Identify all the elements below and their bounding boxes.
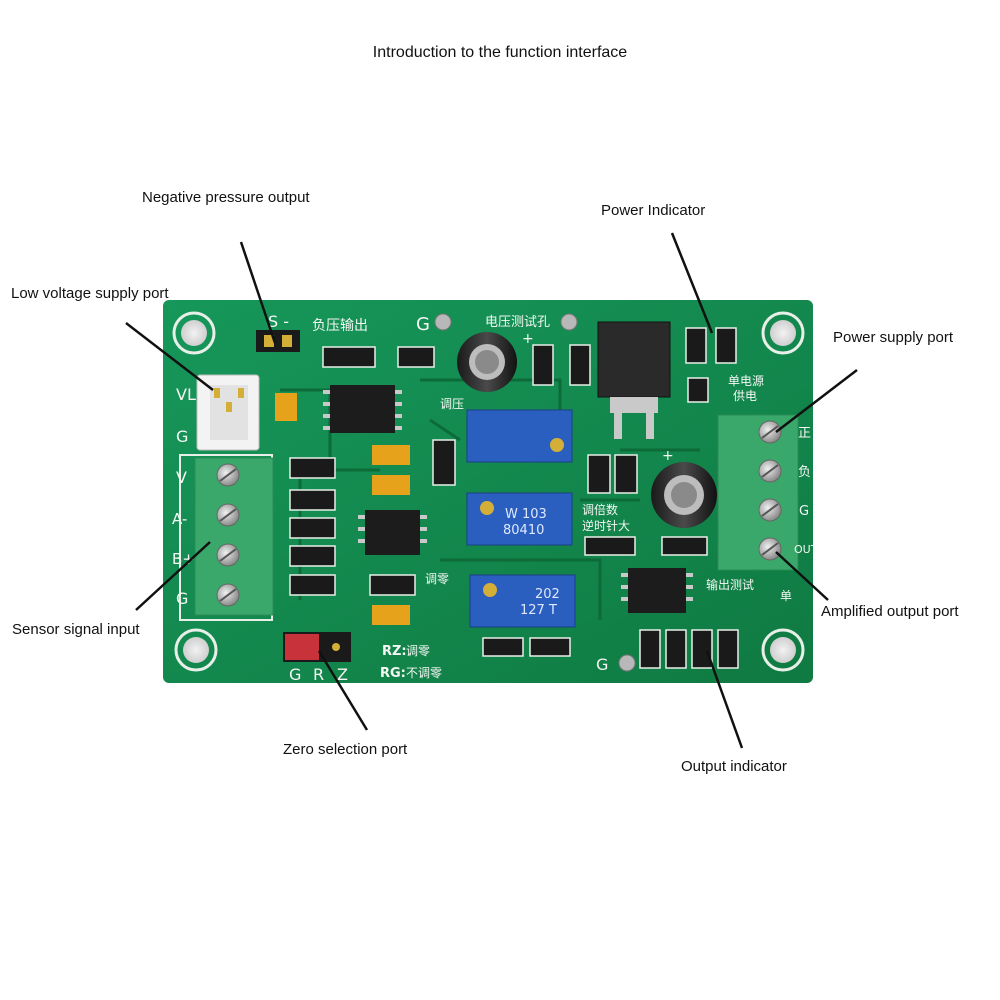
silk-gain-adjust: 调倍数 xyxy=(582,502,618,517)
mounting-holes xyxy=(172,311,805,672)
silk-rz-label: RZ: xyxy=(382,644,407,659)
silk-adjust-voltage: 调压 xyxy=(440,397,464,411)
low-voltage-connector xyxy=(196,374,260,451)
silk-zheng: 正 xyxy=(798,426,811,441)
silk-g-left2: G xyxy=(176,589,188,608)
silk-a-minus: A- xyxy=(172,510,187,528)
silk-supply: 供电 xyxy=(733,389,757,403)
ic-chips xyxy=(323,385,693,613)
silk-rz-text: 调零 xyxy=(406,644,430,658)
silk-dan: 单 xyxy=(780,589,792,603)
silk-plus-cap: + xyxy=(662,448,674,464)
silk-voltage-test: 电压测试孔 xyxy=(485,315,550,330)
callout-lines xyxy=(125,232,858,749)
neg-pressure-header xyxy=(256,330,300,352)
silk-zero-adjust: 调零 xyxy=(425,572,449,586)
pot2-code2: 127 T xyxy=(520,603,557,618)
line-low-voltage xyxy=(125,322,214,391)
line-power-indicator xyxy=(670,232,714,334)
silk-plus-top: + xyxy=(522,331,534,347)
silk-s-minus: S - xyxy=(268,312,289,331)
pot1-code: W 103 xyxy=(505,507,547,522)
sensor-terminal-block xyxy=(194,457,274,616)
electrolytic-capacitors xyxy=(457,332,717,528)
silkscreen-text: S - 负压输出 G 电压测试孔 + VL G V A- B+ G 调压 调倍数… xyxy=(172,312,818,684)
line-power-supply xyxy=(775,369,858,433)
line-sensor-input xyxy=(135,541,211,611)
silk-fu: 负 xyxy=(798,465,811,480)
callout-zero-selection-port: Zero selection port xyxy=(283,741,408,758)
callout-negative-pressure-output: Negative pressure output xyxy=(142,189,310,206)
smd-components xyxy=(275,327,739,669)
silk-b-plus: B+ xyxy=(172,550,195,568)
silk-ccw-increase: 逆时针大 xyxy=(582,518,630,533)
callout-amplified-output-port: Amplified output port xyxy=(821,603,959,620)
callout-sensor-signal-input: Sensor signal input xyxy=(12,621,140,638)
silk-g-left: G xyxy=(176,427,188,446)
callout-power-supply-port: Power supply port xyxy=(833,329,954,346)
callout-low-voltage-supply-port: Low voltage supply port xyxy=(11,285,169,302)
silk-g-right: G xyxy=(799,504,809,519)
pot1-code2: 80410 xyxy=(503,523,544,538)
silk-output-test: 输出测试 xyxy=(706,577,754,592)
silk-v-left: V xyxy=(176,468,187,487)
silk-rg-text: 不调零 xyxy=(406,666,442,680)
callout-output-indicator: Output indicator xyxy=(681,758,787,775)
silk-vl: VL xyxy=(176,385,196,404)
power-terminal-block xyxy=(717,414,799,571)
line-output-indicator xyxy=(705,650,744,749)
page-title: Introduction to the function interface xyxy=(372,44,628,61)
silk-rg-label: RG: xyxy=(380,666,406,681)
test-pads xyxy=(434,313,636,672)
silk-g-top: G xyxy=(416,314,430,335)
silk-out: OUT xyxy=(794,543,818,556)
trimmer-potentiometers xyxy=(466,409,576,628)
line-zero-selection xyxy=(317,650,369,731)
silk-jumper-z: Z xyxy=(337,665,348,684)
silk-single-supply: 单电源 xyxy=(728,374,764,388)
zero-jumper xyxy=(283,632,351,662)
pot2-code: 202 xyxy=(535,587,560,602)
silk-neg-output: 负压输出 xyxy=(312,318,368,334)
silk-jumper-r: R xyxy=(313,665,324,684)
line-amplified-output xyxy=(775,551,829,601)
voltage-regulator xyxy=(597,321,671,439)
line-negative-pressure xyxy=(239,241,277,344)
silk-g-bottom: G xyxy=(596,655,608,674)
callout-power-indicator: Power Indicator xyxy=(601,202,706,219)
silk-jumper-g: G xyxy=(289,665,301,684)
